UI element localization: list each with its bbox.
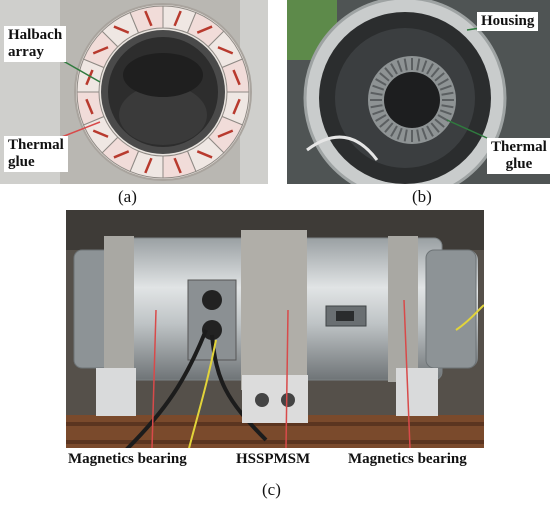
label-thermal-line1-b: Thermal	[491, 139, 547, 155]
magnet-segments	[76, 5, 250, 179]
label-thermal-glue-a: Thermal glue	[4, 136, 68, 172]
stator-slot	[416, 58, 421, 71]
motor-assembly-illustration	[66, 210, 484, 472]
stator-slot	[379, 72, 390, 82]
label-left-magnetic-bearing: Magnetics bearing	[68, 451, 187, 467]
stator-slot	[426, 63, 434, 75]
stator-slot	[441, 104, 454, 109]
stator-slot	[396, 127, 403, 140]
caption-a: (a)	[118, 187, 137, 206]
stator-slot	[384, 67, 394, 78]
caption-c: (c)	[262, 480, 281, 499]
magnetization-arrow	[196, 25, 213, 34]
magnetization-arrow	[232, 69, 241, 86]
stator-slot	[370, 104, 383, 109]
stator-slots	[370, 58, 454, 142]
stator-slot	[390, 63, 398, 75]
stator-slot	[379, 118, 390, 128]
stator-slot	[421, 60, 428, 73]
stator-slot	[372, 84, 385, 91]
label-halbach-array: Halbach array	[4, 26, 67, 62]
label-halbach-line1: Halbach	[8, 27, 63, 43]
label-halbach-line2: array	[8, 44, 44, 60]
stator-slot	[434, 72, 445, 82]
stator-slot	[384, 122, 394, 133]
magnetization-arrow	[85, 98, 94, 115]
magnetization-arrow	[173, 157, 182, 174]
stator-slot	[426, 125, 434, 137]
label-hsspmsm: HSSPMSM	[236, 451, 311, 467]
stator-slot	[441, 91, 454, 96]
stator-slot	[375, 78, 387, 86]
stator-slot	[370, 91, 383, 96]
magnetization-arrow	[196, 150, 213, 159]
stator-slot	[403, 58, 408, 71]
stator-slot	[375, 114, 387, 122]
magnetization-arrow	[232, 98, 241, 115]
label-thermal-line1-a: Thermal	[8, 137, 64, 153]
magnetization-arrow	[113, 25, 130, 34]
stator-slot	[430, 122, 440, 133]
magnetization-arrow	[173, 10, 182, 27]
label-thermal-line2-b: glue	[505, 156, 533, 172]
stator-slot	[437, 114, 449, 122]
stator-slot	[403, 129, 408, 142]
label-thermal-line2-a: glue	[8, 154, 35, 170]
halbach-ring-illustration	[0, 0, 268, 184]
stator-slot	[416, 129, 421, 142]
magnetization-arrow	[92, 129, 109, 138]
stator-slot	[421, 127, 428, 140]
magnetization-arrow	[144, 157, 153, 174]
magnetization-arrow	[85, 69, 94, 86]
label-right-magnetic-bearing: Magnetics bearing	[348, 451, 467, 467]
stator-slot	[430, 67, 440, 78]
label-thermal-glue-b: Thermal glue	[487, 138, 550, 174]
magnetization-arrow	[113, 150, 130, 159]
stator-slot	[396, 60, 403, 73]
photo-motor-assembly: Magnetics bearing HSSPMSM Magnetics bear…	[66, 210, 484, 472]
magnetization-arrow	[217, 46, 234, 55]
stator-slot	[434, 118, 445, 128]
stator-slot	[390, 125, 398, 137]
label-housing: Housing	[477, 12, 539, 31]
magnetization-arrow	[92, 46, 109, 55]
stator-slot	[439, 109, 452, 116]
photo-halbach-array: Halbach array Thermal glue	[0, 0, 268, 184]
caption-b: (b)	[412, 187, 432, 206]
magnetization-arrow	[144, 10, 153, 27]
stator-slot	[372, 109, 385, 116]
stator-slot	[439, 84, 452, 91]
housing-illustration	[287, 0, 550, 184]
stator-slot	[437, 78, 449, 86]
photo-housing: Housing Thermal glue	[287, 0, 550, 184]
magnetization-arrow	[217, 129, 234, 138]
